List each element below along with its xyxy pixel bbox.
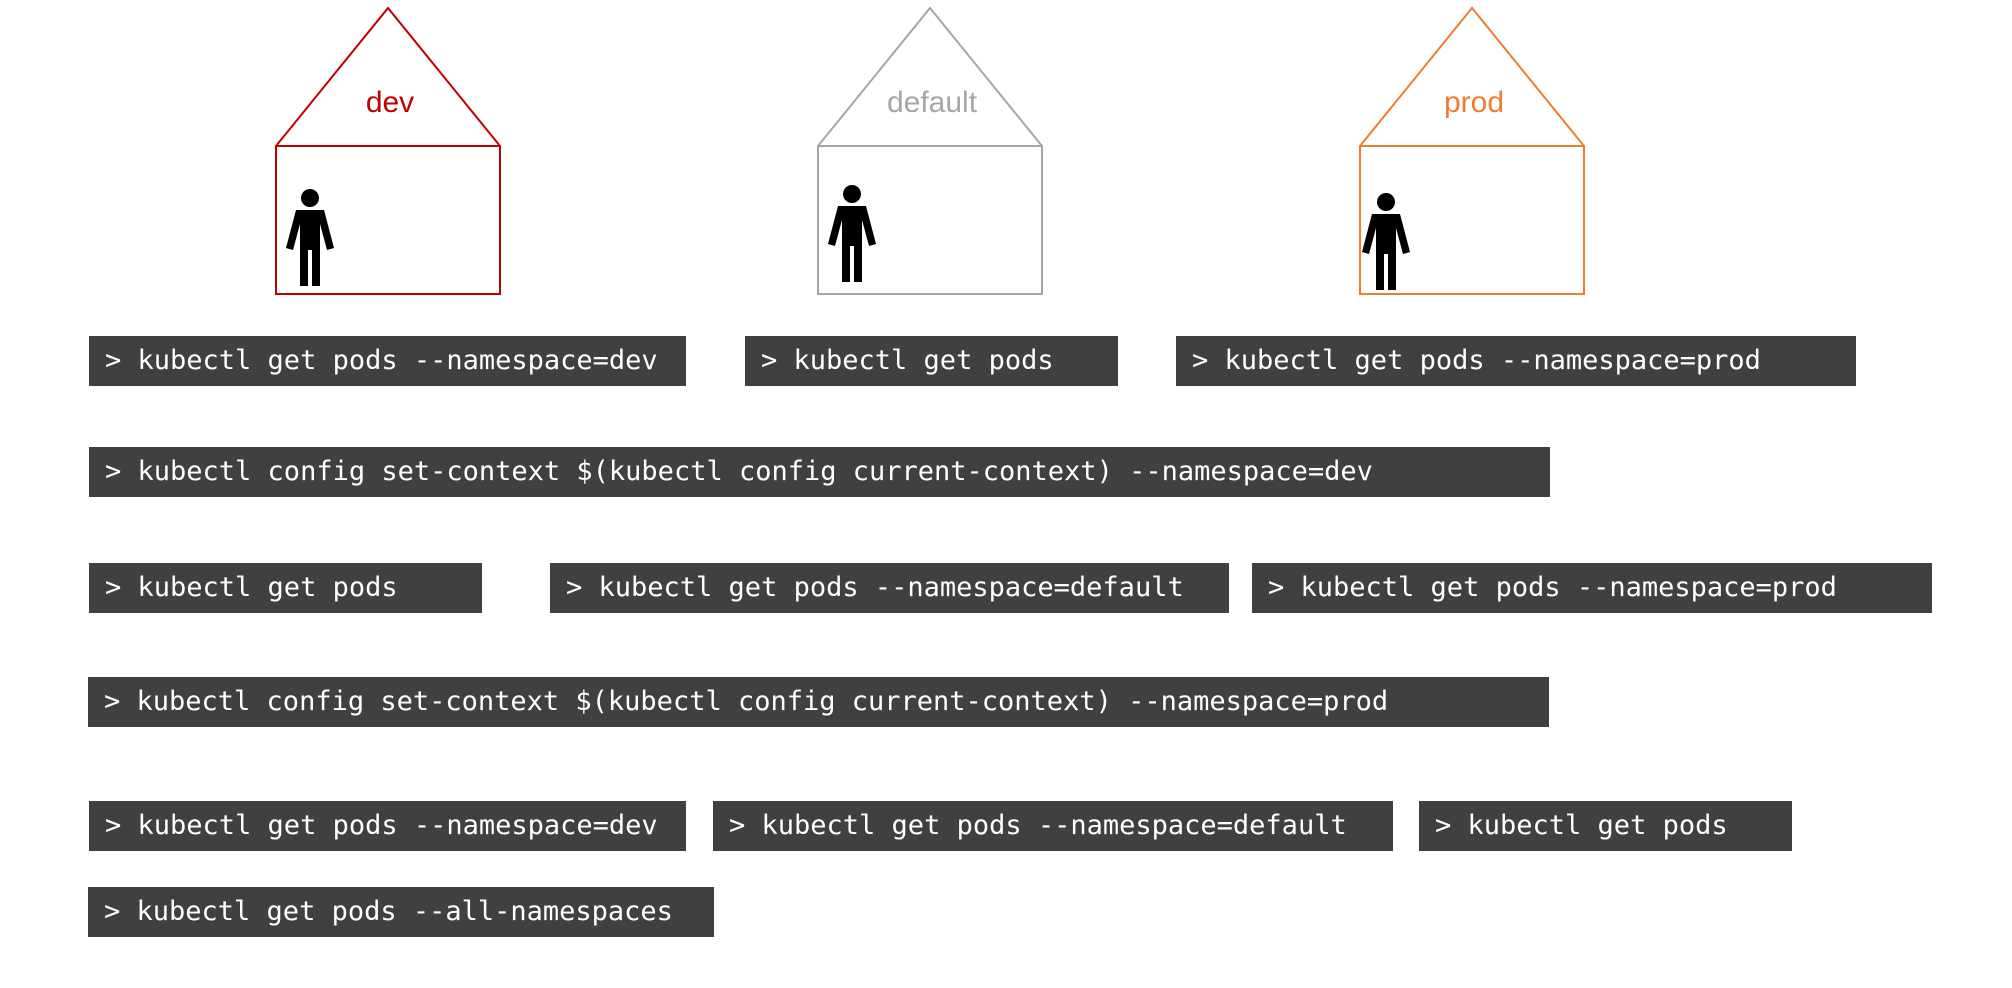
command-get-pods-prod: > kubectl get pods --namespace=prod [1176,336,1856,386]
command-set-context-dev: > kubectl config set-context $(kubectl c… [89,447,1550,497]
house-outline-dev [275,6,501,295]
house-outline-default [817,6,1043,295]
command-get-pods: > kubectl get pods [745,336,1118,386]
namespace-default: default [812,0,1052,300]
command-get-pods-default: > kubectl get pods --namespace=default [713,801,1393,851]
namespace-label-dev: dev [365,86,415,119]
command-set-context-prod: > kubectl config set-context $(kubectl c… [88,677,1549,727]
command-get-pods-dev: > kubectl get pods --namespace=dev [89,336,686,386]
command-get-pods: > kubectl get pods [1419,801,1792,851]
command-get-pods-dev: > kubectl get pods --namespace=dev [89,801,686,851]
person-icon [1362,193,1410,290]
command-get-pods-prod: > kubectl get pods --namespace=prod [1252,563,1932,613]
namespace-label-default: default [886,86,978,119]
namespace-dev: dev [270,0,510,300]
person-icon [828,185,876,282]
command-get-pods-all-namespaces: > kubectl get pods --all-namespaces [88,887,714,937]
namespace-label-prod: prod [1443,86,1505,119]
namespace-prod: prod [1354,0,1594,300]
command-get-pods-default: > kubectl get pods --namespace=default [550,563,1229,613]
command-get-pods: > kubectl get pods [89,563,482,613]
house-outline-prod [1359,6,1585,295]
person-icon [286,189,334,286]
